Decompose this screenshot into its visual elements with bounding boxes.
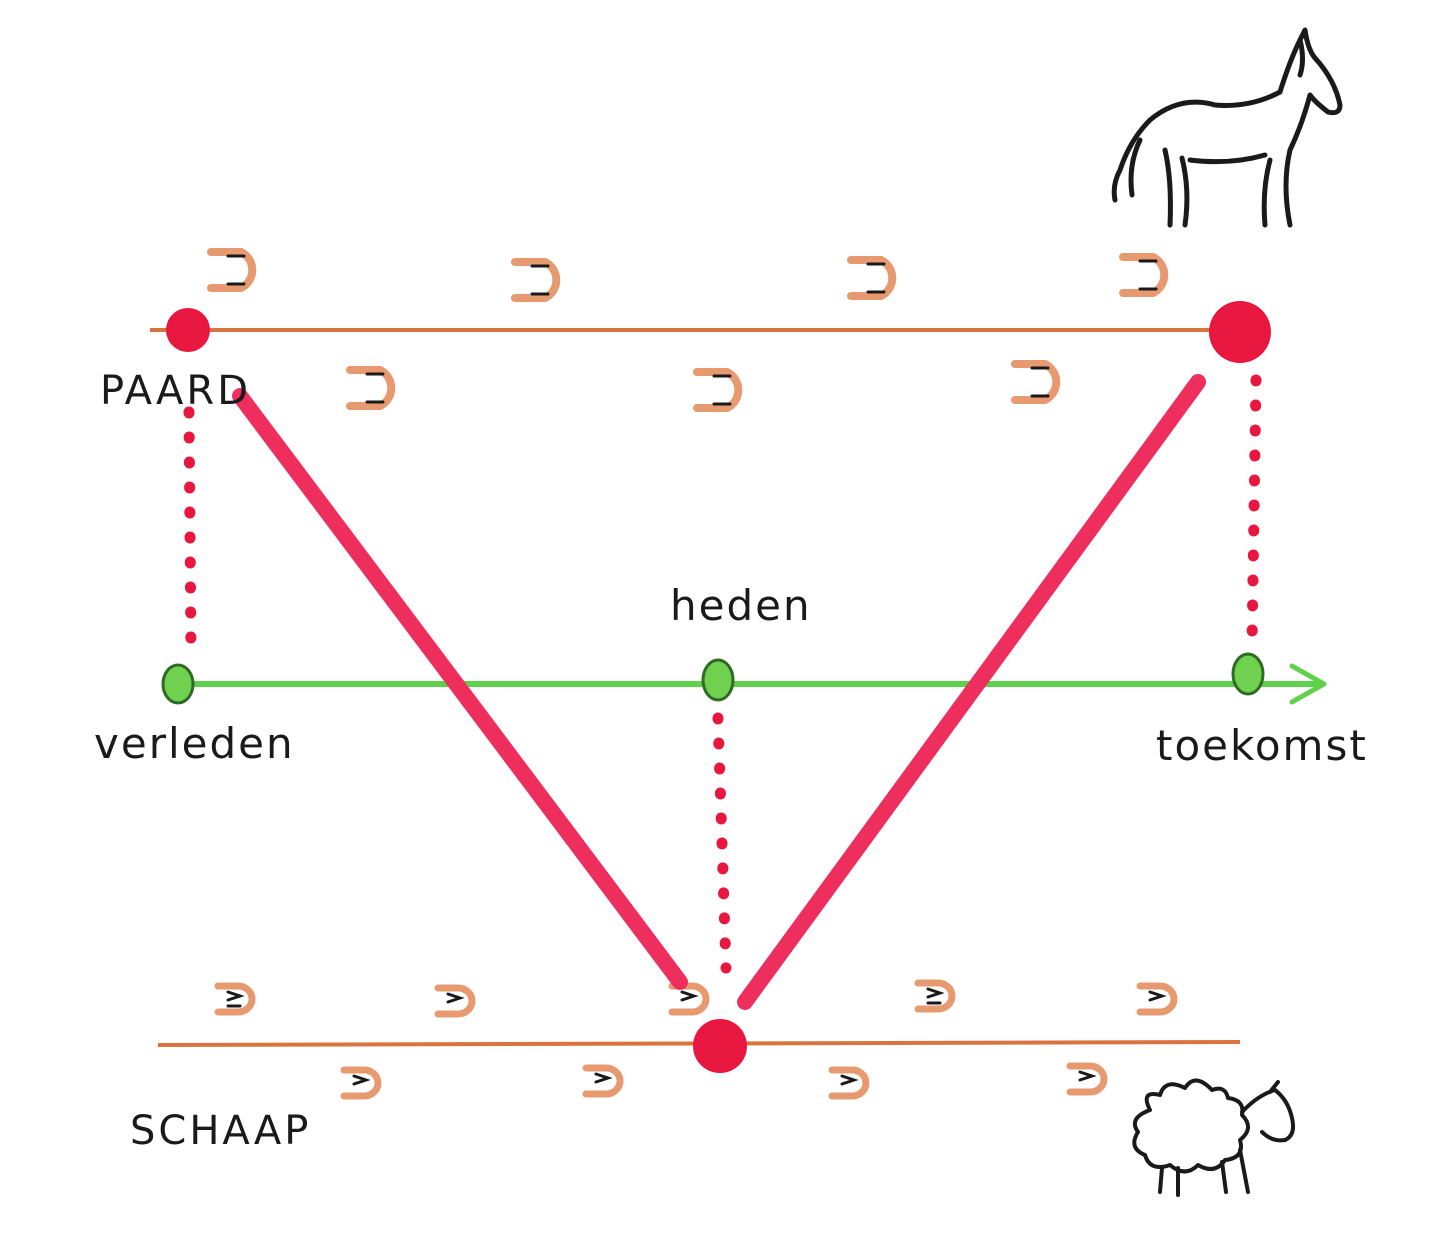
horse-icon [1111, 27, 1343, 228]
horse-hoofprints [207, 248, 1169, 412]
hoofprint-icon [914, 979, 956, 1013]
horse-track-label: PAARD [100, 368, 251, 414]
hoofprint-icon [1119, 253, 1169, 297]
past-label: verleden [94, 719, 295, 768]
horse-future-marker [1209, 301, 1271, 363]
hoofprint-icon [693, 368, 743, 412]
sheep-to-horse-line [737, 374, 1206, 1010]
hoofprint-icon [340, 1066, 382, 1100]
hoofprint-icon [511, 258, 561, 302]
past-point [161, 663, 195, 705]
hoofprint-icon [1011, 360, 1061, 404]
sheep-icon [1132, 1078, 1296, 1197]
future-connector [1246, 374, 1262, 650]
hoofprint-icon [346, 366, 396, 410]
present-point [701, 658, 735, 702]
sheep-present-marker [693, 1019, 747, 1073]
future-label: toekomst [1156, 721, 1368, 770]
present-label: heden [670, 581, 812, 630]
horse-to-sheep-line [232, 388, 688, 990]
hoofprint-icon [847, 256, 897, 300]
hoofprint-icon [434, 984, 476, 1018]
horse-past-marker [166, 308, 210, 352]
present-connector [712, 712, 732, 974]
arrow-right-icon [1289, 663, 1327, 705]
hoofprint-icon [828, 1066, 870, 1100]
future-point [1231, 652, 1265, 696]
hoofprint-icon [668, 982, 710, 1016]
sheep-hoofprints [214, 979, 1178, 1100]
hoofprint-icon [1066, 1062, 1108, 1096]
hoofprint-icon [214, 982, 256, 1016]
hoofprint-icon [582, 1064, 624, 1098]
hoofprint-icon [1136, 982, 1178, 1016]
past-connector [183, 406, 197, 658]
hoofprint-icon [207, 248, 257, 292]
sheep-track-label: SCHAAP [130, 1108, 311, 1154]
